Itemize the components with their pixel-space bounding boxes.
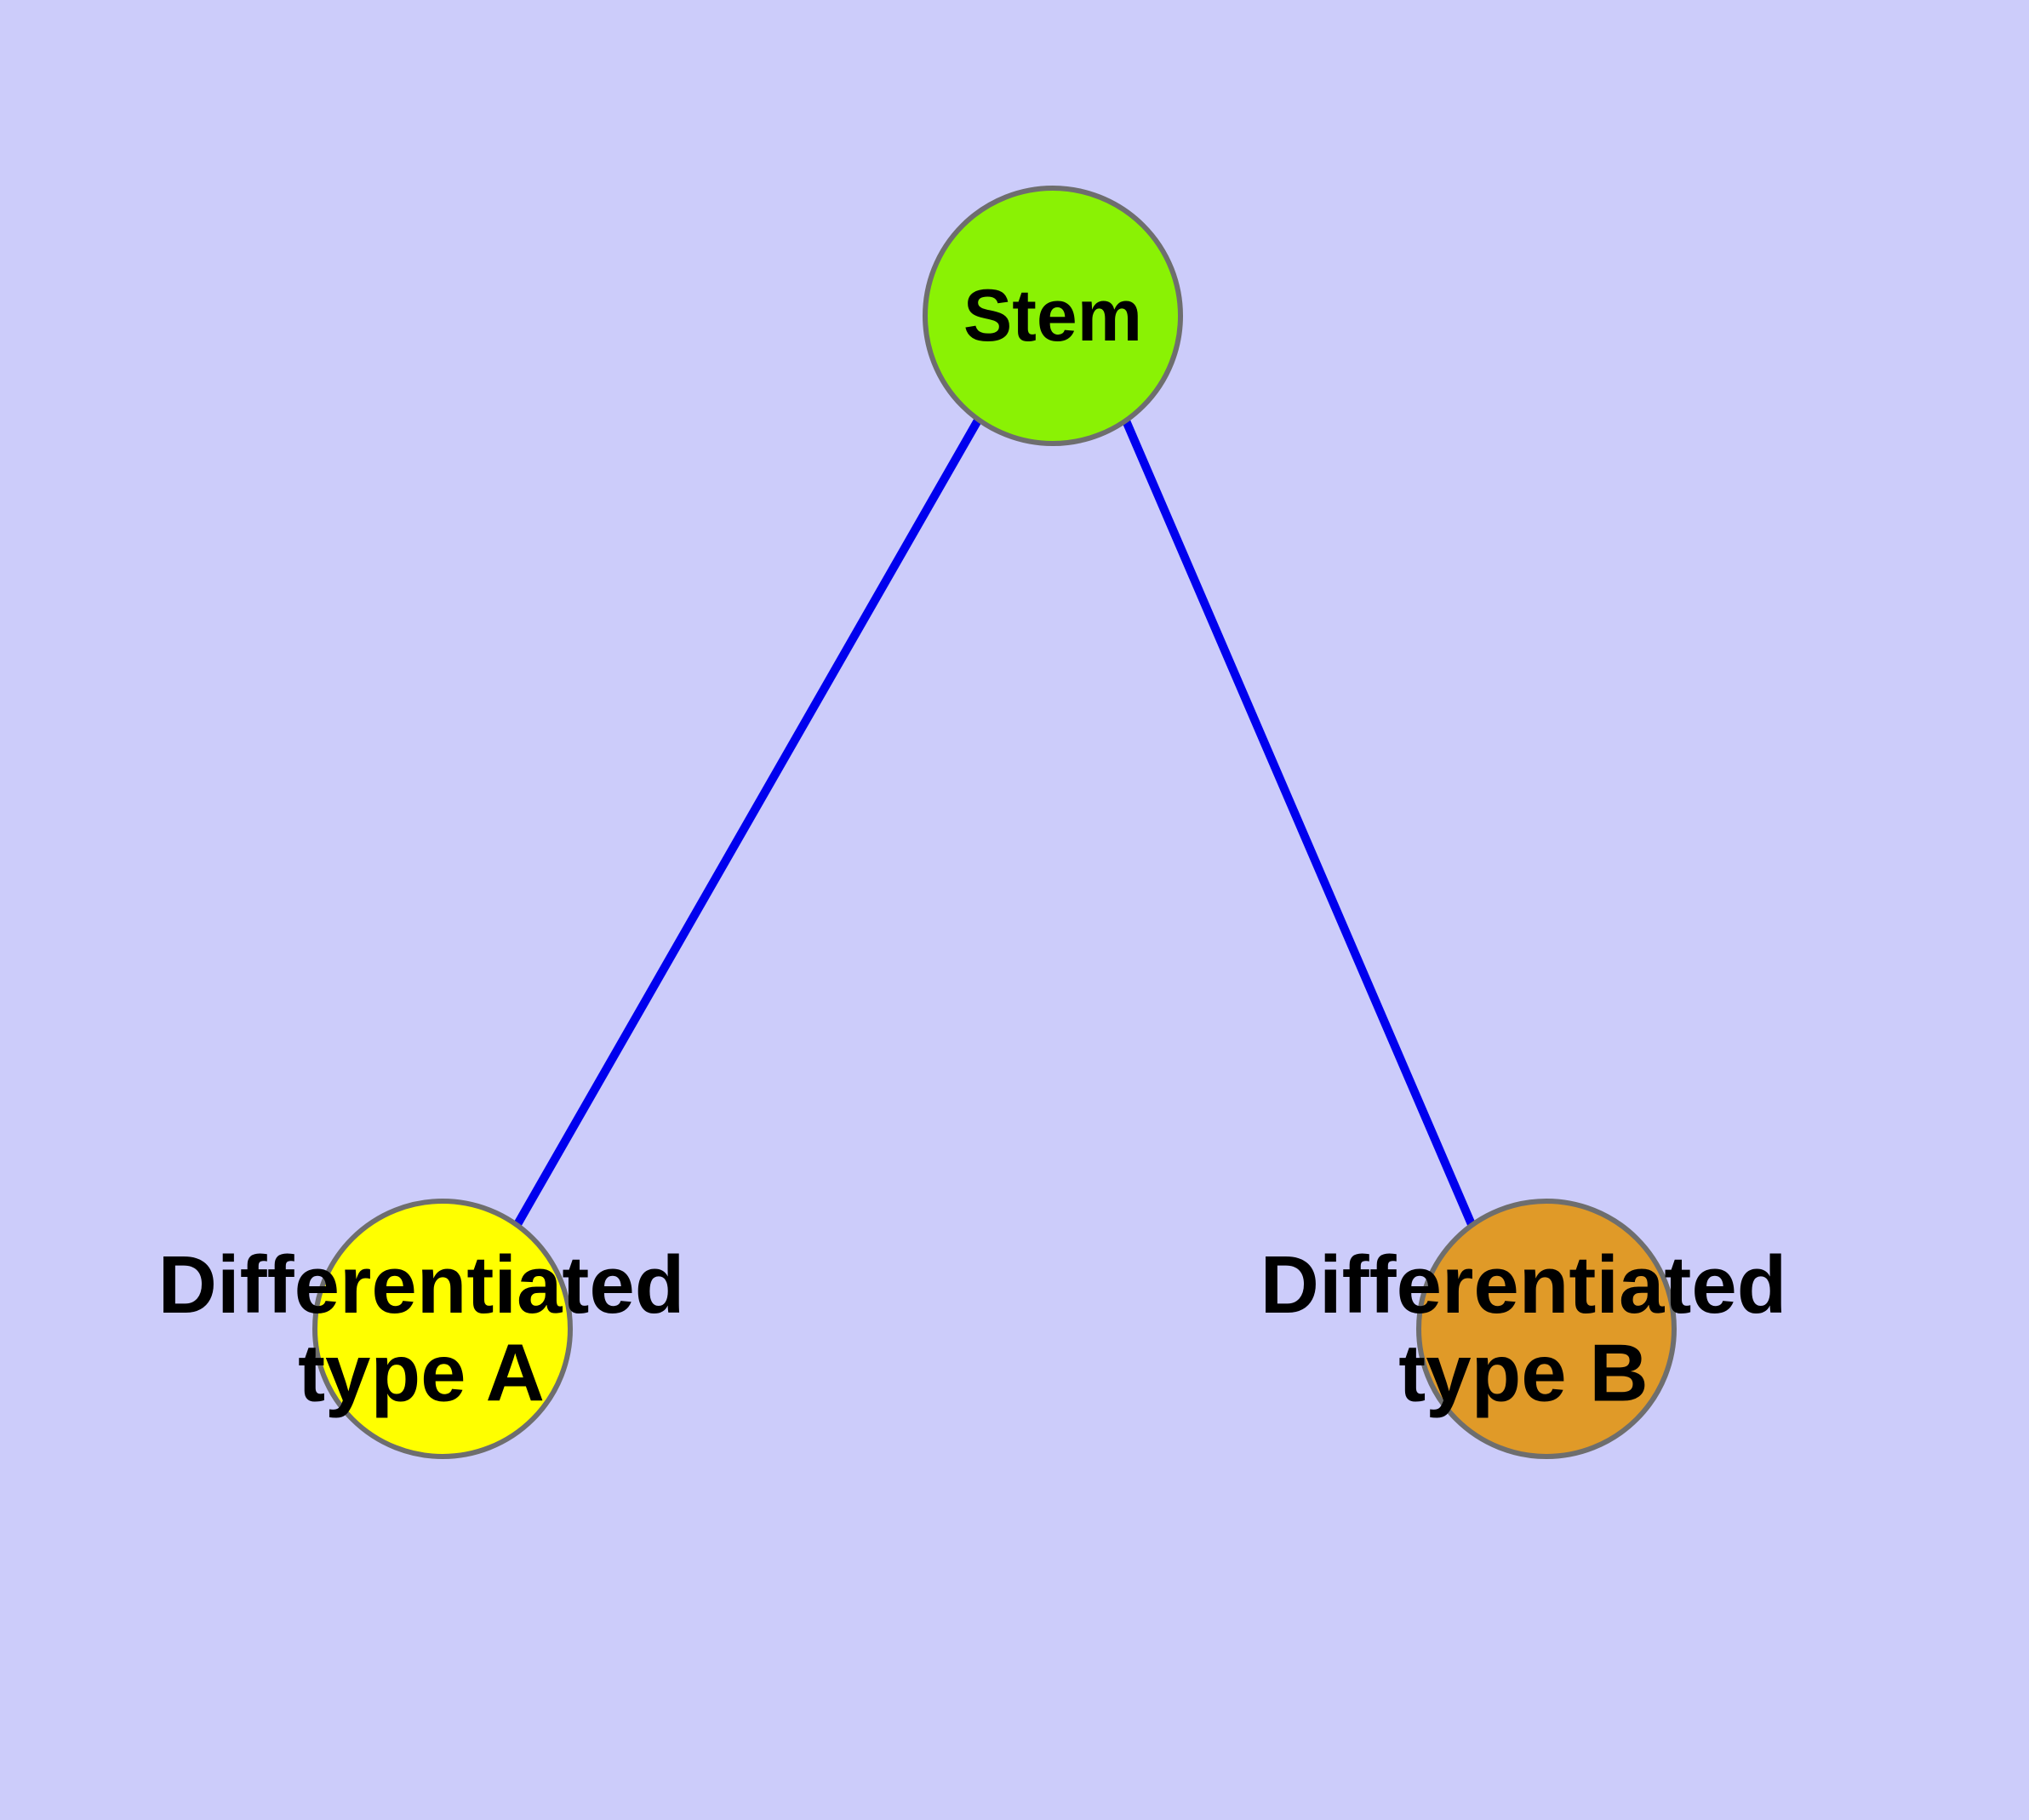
node-label-line: Stem [963, 275, 1142, 357]
edge-stem-to-diff-a[interactable] [512, 416, 983, 1228]
node-label-line: type B [1398, 1327, 1648, 1418]
node-label-line: Differentiated [1260, 1239, 1787, 1331]
nodes-layer [312, 186, 1677, 1459]
edge-stem-to-diff-b[interactable] [1121, 417, 1477, 1230]
node-label-line: Differentiated [158, 1239, 685, 1331]
node-stem[interactable] [923, 186, 1183, 446]
edges-layer [512, 416, 1477, 1230]
node-label-stem: Stem [963, 275, 1142, 357]
node-diff_a[interactable] [312, 1199, 573, 1459]
node-label-line: type A [298, 1327, 545, 1418]
node-diff_b[interactable] [1416, 1199, 1677, 1459]
